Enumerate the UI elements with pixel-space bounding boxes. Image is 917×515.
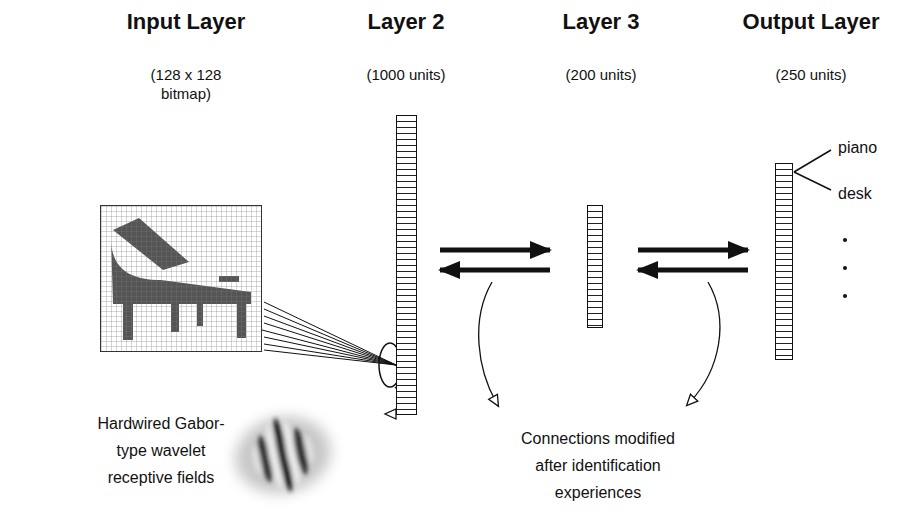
layer-size: (128 x 128 bitmap) [136, 65, 236, 103]
layer-heading: Output Layer (250 units) [721, 9, 901, 84]
layer-heading: Layer 3 (200 units) [511, 9, 691, 84]
layer-title: Layer 3 [511, 9, 691, 35]
receptive-field-fan [264, 302, 396, 365]
gabor-wavelet [228, 408, 338, 502]
object-label: piano [838, 134, 877, 161]
layer-size: (200 units) [531, 65, 671, 84]
layer-title: Input Layer [96, 9, 276, 35]
connection-line [262, 330, 396, 365]
output-layer: Output Layer(250 units) [775, 163, 793, 360]
connection-arrow [638, 248, 748, 253]
layer-size: (250 units) [741, 65, 881, 84]
layer-size: (1000 units) [336, 65, 476, 84]
annotation: Hardwired Gabor-type wavelet receptive f… [85, 410, 237, 491]
object-label: desk [838, 180, 872, 207]
connection-arrow [440, 248, 550, 253]
layer-title: Output Layer [721, 9, 901, 35]
ellipsis-dots [843, 238, 847, 298]
connection-arrow [440, 268, 550, 273]
piano-bitmap [101, 206, 261, 351]
leader-line [794, 172, 831, 190]
curved-arrow [479, 282, 496, 402]
curved-arrow [690, 282, 720, 402]
hidden-layer: Layer 2(1000 units) [396, 115, 417, 415]
leader-line [794, 150, 831, 172]
layer-heading: Input Layer (128 x 128 bitmap) [96, 9, 276, 103]
input-bitmap: Input Layer(128 x 128 bitmap) [100, 205, 262, 352]
hidden-layer: Layer 3(200 units) [587, 205, 603, 328]
annotation: Connections modified after identificatio… [503, 425, 693, 506]
layer-heading: Layer 2 (1000 units) [316, 9, 496, 84]
connection-arrow [638, 268, 748, 273]
layer-title: Layer 2 [316, 9, 496, 35]
